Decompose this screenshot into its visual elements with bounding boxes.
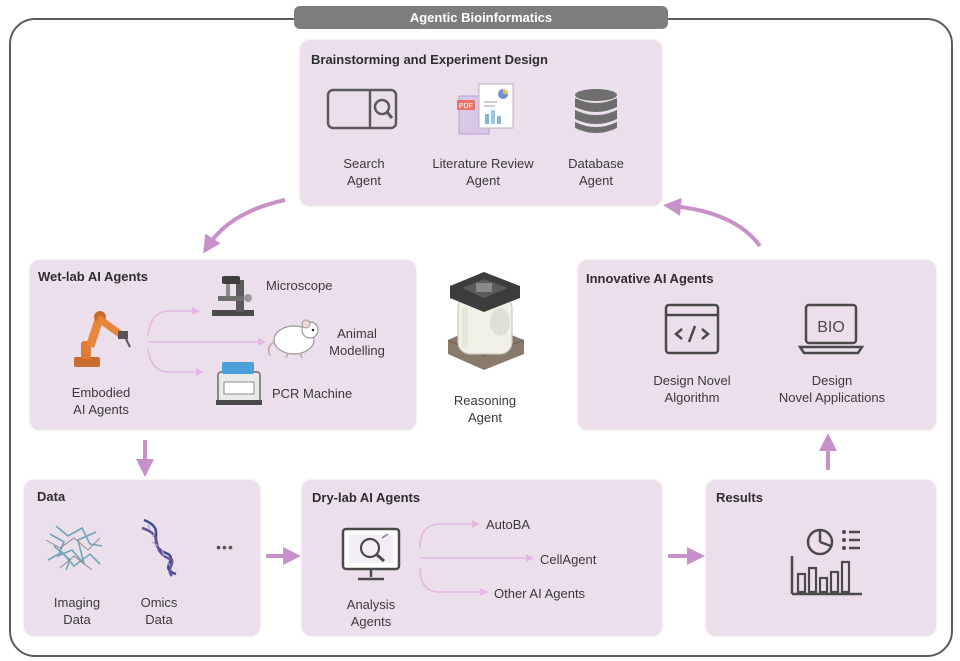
design-applications-label: Design Novel Applications [778,373,886,405]
more-data-ellipsis: ••• [216,539,234,555]
bio-text: BIO [817,319,845,336]
brainstorm-title: Brainstorming and Experiment Design [311,52,548,67]
pcr-machine-label: PCR Machine [272,386,353,401]
omics-data-label: Omics Data [140,595,178,627]
cellagent-label: CellAgent [540,552,597,567]
autoba-label: AutoBA [486,517,531,532]
microscope-label: Microscope [266,278,333,293]
database-agent-label: Database Agent [568,156,624,188]
literature-review-icon: PDF [457,83,514,135]
search-agent-icon [326,88,398,130]
database-icon [575,89,617,133]
design-algorithm-label: Design Novel Algorithm [653,373,731,405]
arrow-to-other-agents [419,567,488,596]
pcr-machine-icon [216,362,262,405]
results-panel [706,480,936,636]
search-agent-label: Search Agent [343,156,385,188]
mouse-icon [267,319,319,359]
arrow-to-autoba [419,520,480,549]
robot-arm-icon [74,311,131,367]
data-title: Data [37,489,66,504]
animal-modelling-label: Animal Modelling [329,326,385,358]
pdf-tag: PDF [459,103,473,110]
imaging-data-icon [45,525,103,571]
embodied-agents-label: Embodied AI Agents [71,385,131,417]
results-title: Results [716,490,763,505]
arrow-brainstorm-to-wetlab [203,198,286,254]
results-chart-icon [790,528,862,596]
literature-review-label: Literature Review Agent [432,156,534,188]
analysis-monitor-icon [341,527,401,581]
imaging-data-label: Imaging Data [53,595,101,627]
innovative-title: Innovative AI Agents [586,271,714,286]
data-panel [24,480,260,636]
innovative-panel [578,260,936,430]
laptop-icon: BIO [798,303,864,355]
wetlab-title: Wet-lab AI Agents [38,269,149,284]
other-agents-label: Other AI Agents [494,586,586,601]
diagram-title: Agentic Bioinformatics [294,6,668,29]
analysis-agents-label: Analysis Agents [346,597,396,629]
drylab-title: Dry-lab AI Agents [312,490,421,505]
dna-icon [141,518,177,577]
microscope-icon [212,276,254,316]
arrow-to-pcr [147,347,204,376]
arrow-to-microscope [147,307,200,337]
reasoning-agent-label: Reasoning Agent [453,393,517,425]
arrow-innovative-to-brainstorm [663,197,762,248]
code-window-icon [664,303,720,355]
reasoning-agent-icon [447,272,525,370]
